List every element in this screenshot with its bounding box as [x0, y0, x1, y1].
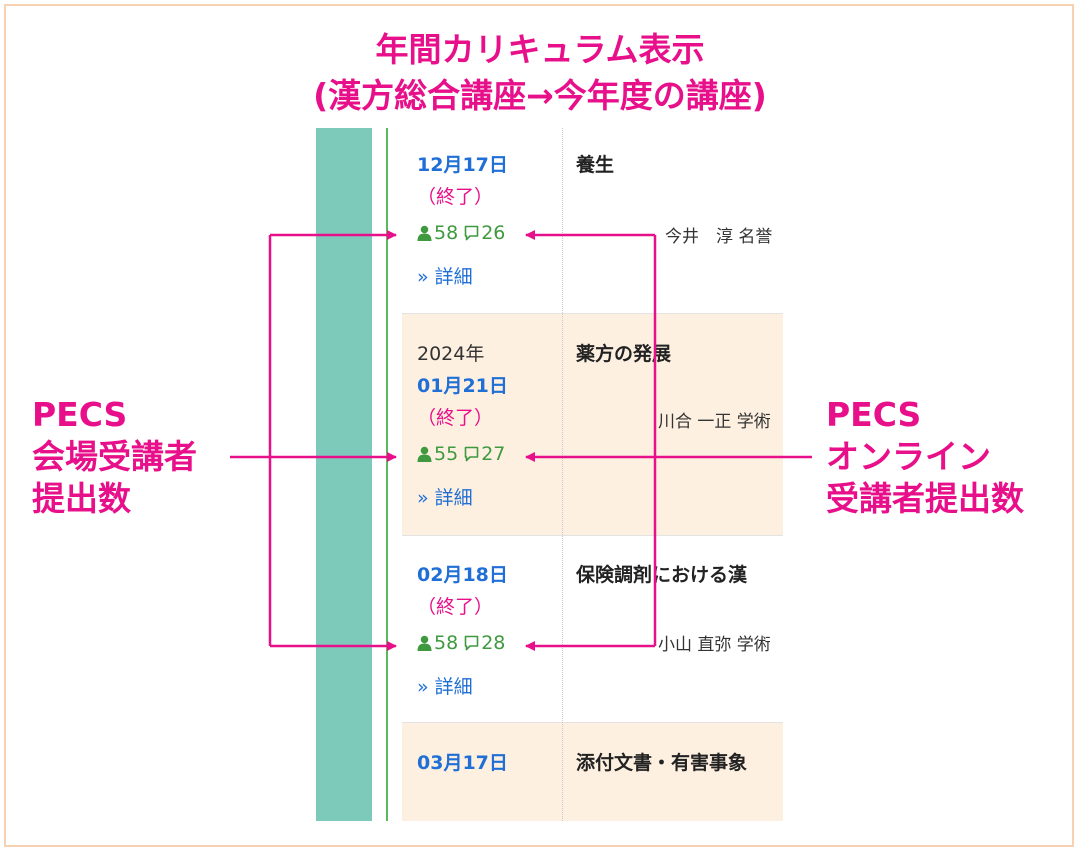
submission-counts: 55 27 [417, 443, 505, 465]
comment-icon [464, 635, 479, 651]
submission-counts: 58 28 [417, 632, 505, 654]
detail-link[interactable]: » 詳細 [417, 676, 473, 698]
detail-link[interactable]: » 詳細 [417, 266, 473, 288]
left-callout: PECS 会場受講者 提出数 [32, 394, 197, 520]
curriculum-list [402, 128, 783, 821]
lecturer-name: 小山 直弥 学術 [658, 635, 771, 655]
lecturer-name: 今井 淳 名誉 [665, 227, 773, 247]
image-frame [4, 4, 1074, 847]
column-divider [562, 128, 563, 821]
callout-line: オンライン [826, 437, 991, 476]
callout-line: 会場受講者 [32, 437, 197, 476]
lecture-status: （終了） [417, 596, 494, 618]
online-count: 26 [481, 222, 506, 244]
callout-line: 受講者提出数 [826, 479, 1024, 518]
venue-count: 58 [434, 632, 459, 654]
page-subtitle: (漢方総合講座→今年度の講座) [313, 76, 767, 115]
list-item [402, 536, 783, 723]
venue-count: 58 [434, 222, 459, 244]
list-item [402, 128, 783, 314]
online-count: 27 [481, 443, 506, 465]
lecture-year: 2024年 [417, 343, 485, 365]
callout-line: 提出数 [32, 479, 131, 518]
page-title: 年間カリキュラム表示 [375, 30, 705, 69]
lecture-date: 01月21日 [417, 375, 508, 397]
submission-counts: 58 26 [417, 222, 505, 244]
callout-line: PECS [826, 395, 922, 434]
timeline-line [386, 128, 388, 821]
lecture-title: 薬方の発展 [576, 343, 672, 365]
lecture-date: 02月18日 [417, 564, 508, 586]
person-icon [417, 225, 432, 241]
right-callout: PECS オンライン 受講者提出数 [826, 394, 1024, 520]
comment-icon [464, 446, 479, 462]
lecture-title: 保険調剤における漢 [576, 564, 748, 586]
lecture-date: 03月17日 [417, 752, 508, 774]
venue-count: 55 [434, 443, 459, 465]
lecture-title: 添付文書・有害事象 [576, 752, 748, 774]
lecture-date: 12月17日 [417, 154, 508, 176]
callout-line: PECS [32, 395, 128, 434]
lecturer-name: 川合 一正 学術 [658, 412, 771, 432]
person-icon [417, 446, 432, 462]
list-item [402, 314, 783, 536]
person-icon [417, 635, 432, 651]
online-count: 28 [481, 632, 506, 654]
lecture-title: 養生 [576, 154, 615, 176]
lecture-status: （終了） [417, 186, 494, 208]
detail-link[interactable]: » 詳細 [417, 487, 473, 509]
timeline-sidebar [316, 128, 372, 821]
list-item [402, 723, 783, 821]
lecture-status: （終了） [417, 407, 494, 429]
comment-icon [464, 225, 479, 241]
